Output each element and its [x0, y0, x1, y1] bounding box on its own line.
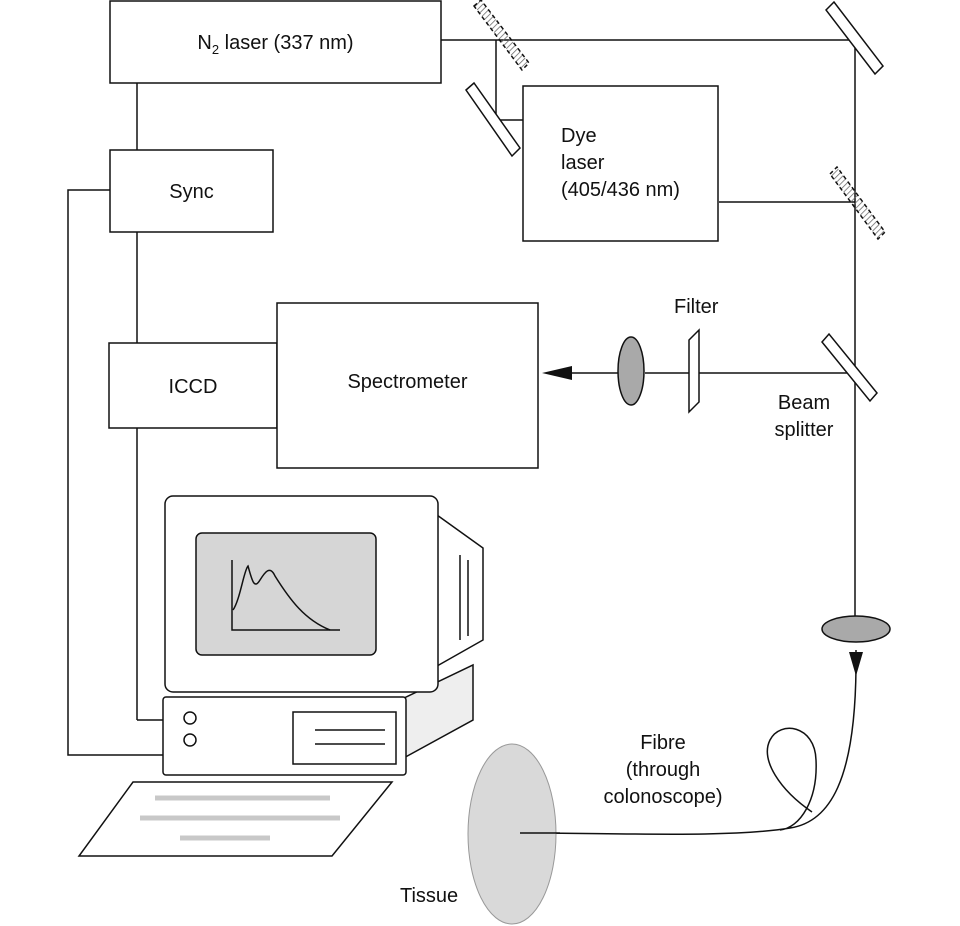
computer-icon [77, 495, 484, 857]
arrow-into-spectrometer [542, 366, 572, 380]
filter-glass [688, 328, 700, 414]
n2-laser-box [109, 0, 442, 84]
tissue-sample [467, 743, 557, 925]
n2-laser-label-name: N [197, 32, 212, 54]
mirror-to-dye [465, 81, 521, 158]
n2-laser-label: N2 laser (337 nm) [110, 30, 441, 63]
spectrometer-label: Spectrometer [347, 371, 468, 393]
dichroic-mirror-right [829, 165, 886, 241]
dye-laser-label-line2: laser [561, 152, 605, 174]
arrow-into-fibre [849, 652, 863, 676]
spectrometer-box [276, 302, 539, 469]
beam-paths [67, 39, 857, 835]
dye-laser-label-line1: Dye [561, 125, 597, 147]
sync-label: Sync [169, 181, 214, 203]
mirror-top-right [825, 0, 884, 76]
tissue-label: Tissue [400, 885, 459, 907]
wire-sync-computer [67, 189, 163, 756]
beam-splitter-mirror [821, 332, 878, 403]
collection-lens [617, 336, 645, 406]
iccd-label: ICCD [168, 376, 218, 398]
n2-laser-label-rest: laser (337 nm) [219, 32, 354, 54]
filter-label: Filter [674, 296, 719, 318]
dye-laser-box [522, 85, 719, 242]
iccd-box [108, 342, 278, 429]
sync-box [109, 149, 274, 233]
beam-splitter-label-line1: Beam [777, 392, 831, 414]
fibre-label-line2: (through [625, 759, 701, 781]
coupling-lens [821, 615, 891, 643]
mirrors [465, 0, 886, 403]
fibre-label-line1: Fibre [640, 732, 686, 754]
fibre-label-line3: colonoscope) [603, 786, 723, 808]
dye-laser-label-line3: (405/436 nm) [561, 179, 680, 201]
beam-splitter-label-line2: splitter [774, 419, 834, 441]
n2-laser-label-subscript: 2 [211, 42, 220, 57]
fibre-cable [519, 650, 857, 835]
dichroic-mirror-top [472, 0, 530, 72]
